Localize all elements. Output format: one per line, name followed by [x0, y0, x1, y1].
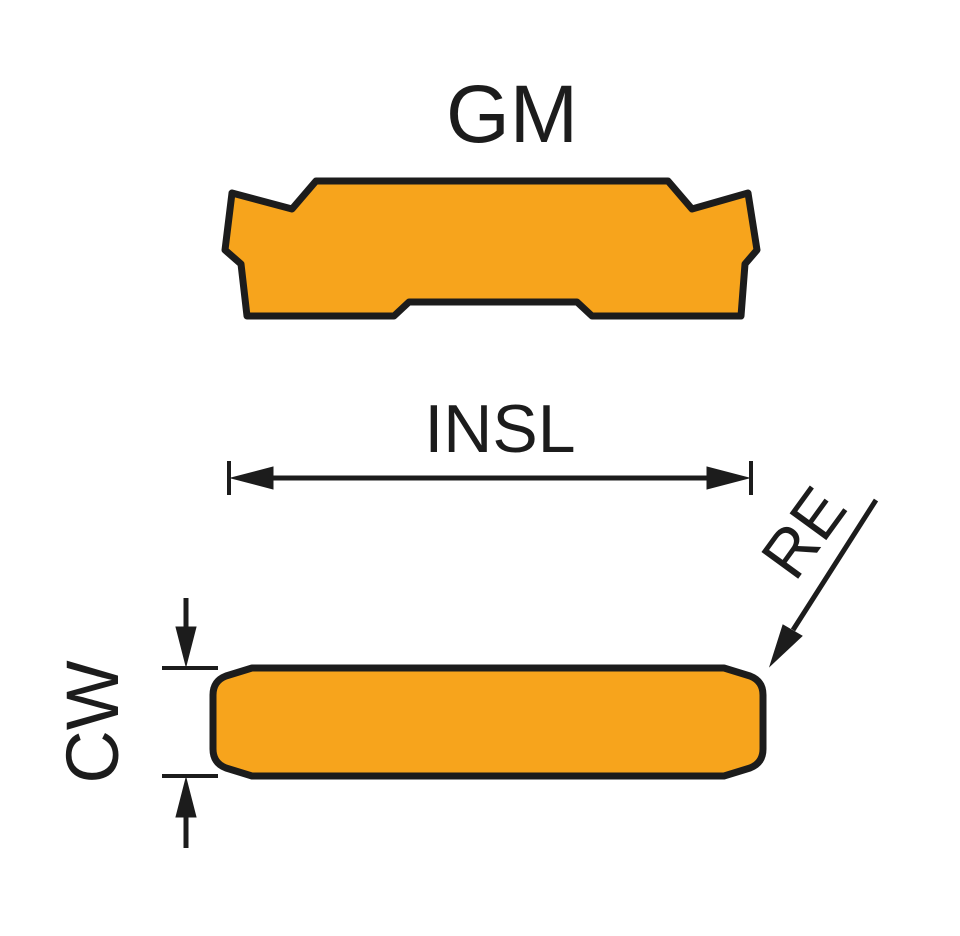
- re-label: RE: [747, 474, 861, 592]
- insl-label: INSL: [424, 391, 575, 467]
- insert-front-view-shape: [209, 664, 767, 780]
- insl-dimension: INSL: [227, 391, 753, 495]
- insl-right-arrowhead-icon: [706, 466, 751, 490]
- re-leader-line: [790, 498, 879, 632]
- insl-left-arrowhead-icon: [229, 466, 274, 490]
- re-leader: RE: [747, 474, 879, 668]
- re-arrowhead-icon: [768, 624, 803, 668]
- insert-side-view-shape: [221, 177, 761, 320]
- cw-down-arrowhead-icon: [175, 626, 197, 667]
- cw-label: CW: [51, 660, 134, 783]
- geometry-code-label: GM: [446, 69, 578, 160]
- cw-up-arrowhead-icon: [175, 777, 197, 818]
- cw-dimension: CW: [51, 598, 218, 848]
